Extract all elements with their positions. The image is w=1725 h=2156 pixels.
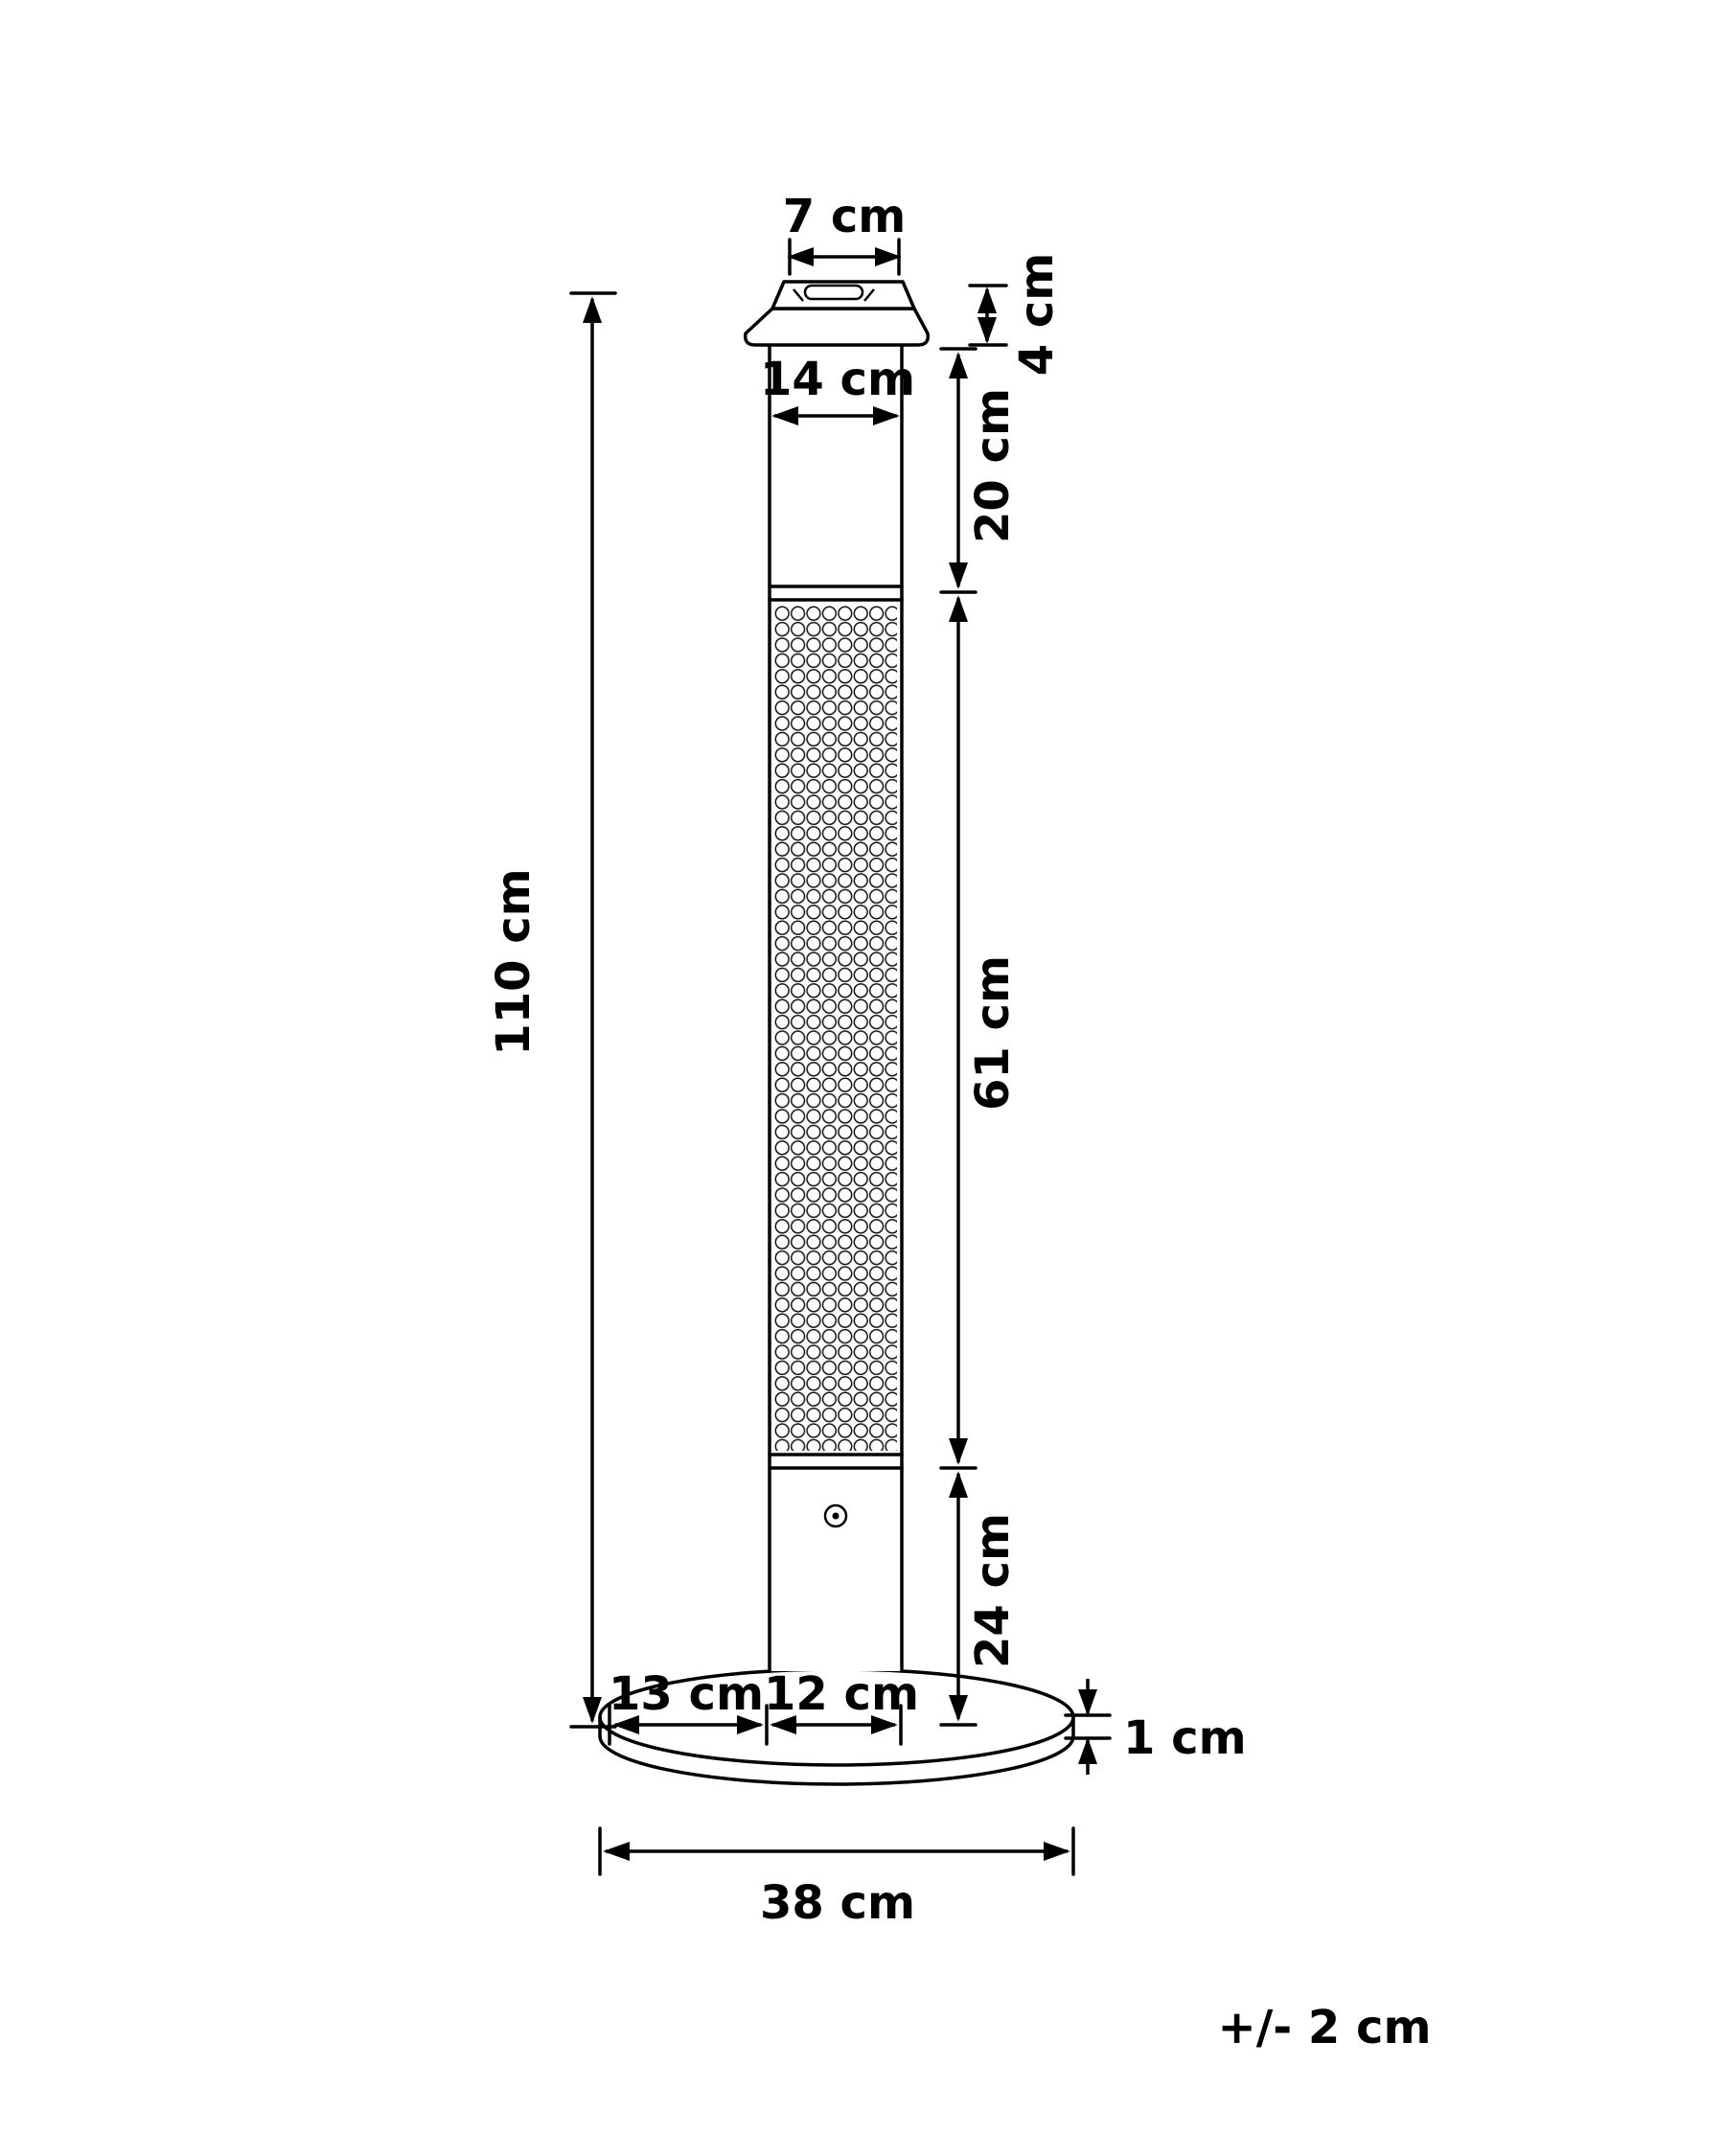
dim-base-offset: 13 cm: [608, 1667, 769, 1746]
heater-grille-mesh: [774, 606, 897, 1451]
dim-label-total-height: 110 cm: [487, 868, 540, 1055]
cap-top-plate: [770, 280, 916, 310]
dim-lower-section: 24 cm: [939, 1471, 1020, 1727]
dim-column-top-width: 14 cm: [760, 353, 915, 426]
dim-label-lower-section: 24 cm: [966, 1513, 1020, 1668]
heater-top-cap: [743, 280, 931, 347]
dim-base-diameter: 38 cm: [598, 1826, 1075, 1930]
dim-base-thickness: 1 cm: [1064, 1679, 1247, 1775]
cap-notch-right: [863, 288, 875, 302]
tolerance-note: +/- 2 cm: [1218, 2001, 1432, 2054]
cap-vent-recess: [803, 284, 864, 301]
dim-label-cap-width: 7 cm: [783, 190, 907, 243]
dim-upper-section: 20 cm: [939, 347, 1020, 594]
dim-column-bottom-width: 12 cm: [764, 1667, 919, 1746]
dim-label-upper-section: 20 cm: [966, 388, 1020, 543]
dim-label-column-top-width: 14 cm: [760, 353, 915, 406]
dim-cap-width: 7 cm: [783, 190, 907, 276]
dim-label-base-offset: 13 cm: [609, 1667, 764, 1721]
dim-label-base-diameter: 38 cm: [760, 1876, 915, 1930]
patio-heater-drawing: [598, 280, 1075, 1786]
dim-cap-height: 4 cm: [968, 253, 1064, 377]
power-button: [823, 1503, 848, 1528]
dim-total-height: 110 cm: [487, 291, 617, 1729]
dim-grille-section: 61 cm: [939, 595, 1020, 1470]
base-rim-bottom-arc: [598, 1734, 1075, 1786]
cap-notch-left: [793, 288, 804, 302]
dim-label-cap-height: 4 cm: [1010, 253, 1064, 377]
power-button-dot: [832, 1512, 840, 1520]
dim-label-base-thickness: 1 cm: [1123, 1711, 1247, 1765]
dimension-annotations: 7 cm 4 cm 14 cm 20 cm 61 cm: [487, 190, 1431, 2054]
dim-label-column-bottom-width: 12 cm: [764, 1667, 919, 1721]
heater-column-body: [768, 343, 904, 1673]
cap-skirt: [743, 307, 931, 347]
dim-label-grille-section: 61 cm: [966, 955, 1020, 1111]
